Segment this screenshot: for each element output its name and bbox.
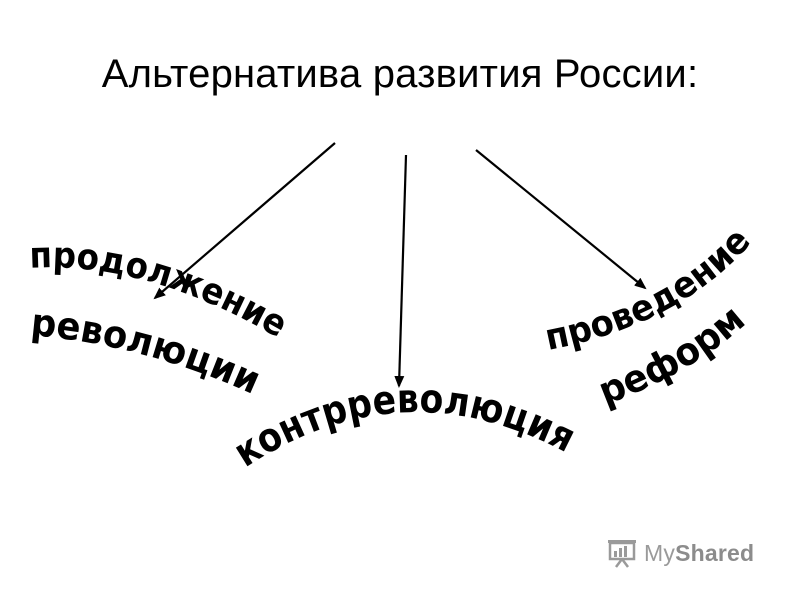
- slide-title: Альтернатива развития России:: [101, 52, 699, 96]
- option-counterrevolution: контрреволюция: [226, 376, 583, 476]
- logo-brand: Shared: [675, 539, 755, 566]
- myshared-watermark: MyShared: [606, 536, 754, 570]
- myshared-logo-text: MyShared: [644, 540, 754, 567]
- arrow-center: [394, 154, 408, 388]
- option-counterrevolution-text: контрреволюция: [226, 376, 583, 476]
- presentation-board-icon: [608, 540, 636, 568]
- arrow-left: [153, 142, 336, 300]
- logo-prefix: My: [644, 539, 676, 566]
- arrow-right: [475, 149, 647, 290]
